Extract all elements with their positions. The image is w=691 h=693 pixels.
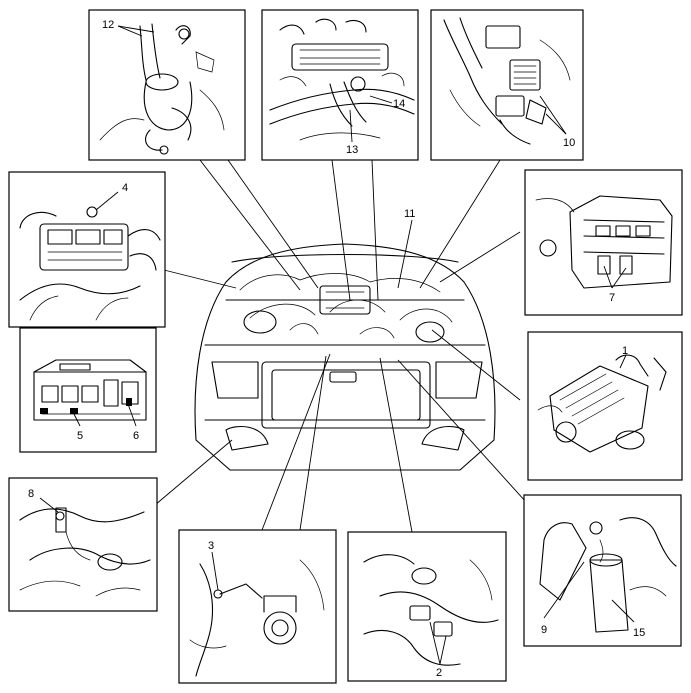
callout-14: 14 bbox=[393, 98, 405, 110]
panel-engine-harness bbox=[261, 9, 419, 161]
callout-13: 13 bbox=[346, 144, 358, 156]
panel-coolant-reservoir bbox=[88, 9, 246, 161]
panel-sensor-area bbox=[523, 494, 682, 647]
panel-connectors-bundle bbox=[430, 9, 584, 161]
panel-ecm-module bbox=[527, 331, 683, 481]
callout-10: 10 bbox=[563, 137, 575, 149]
panel-brake-fluid-area bbox=[178, 529, 337, 684]
callout-4: 4 bbox=[122, 182, 128, 194]
callout-6: 6 bbox=[133, 430, 139, 442]
callout-11: 11 bbox=[404, 208, 415, 220]
callout-labels: 1 2 3 4 5 6 7 8 9 10 11 12 13 14 15 bbox=[28, 19, 645, 679]
callout-3: 3 bbox=[208, 540, 214, 552]
callout-12: 12 bbox=[102, 19, 114, 31]
callout-7: 7 bbox=[609, 292, 615, 304]
panel-relay-box bbox=[524, 169, 683, 316]
callout-5: 5 bbox=[77, 430, 83, 442]
panel-fuse-box-area bbox=[8, 171, 166, 328]
vehicle-front-engine-bay bbox=[194, 243, 496, 471]
panel-abs-connector bbox=[347, 531, 507, 682]
callout-2: 2 bbox=[436, 667, 442, 679]
callout-8: 8 bbox=[28, 488, 34, 500]
callout-15: 15 bbox=[633, 627, 645, 639]
leader-lines bbox=[154, 159, 536, 533]
panel-horn-area bbox=[8, 477, 158, 612]
panel-fuse-box-detail bbox=[19, 327, 157, 453]
callout-9: 9 bbox=[541, 624, 547, 636]
callout-1: 1 bbox=[622, 345, 628, 357]
